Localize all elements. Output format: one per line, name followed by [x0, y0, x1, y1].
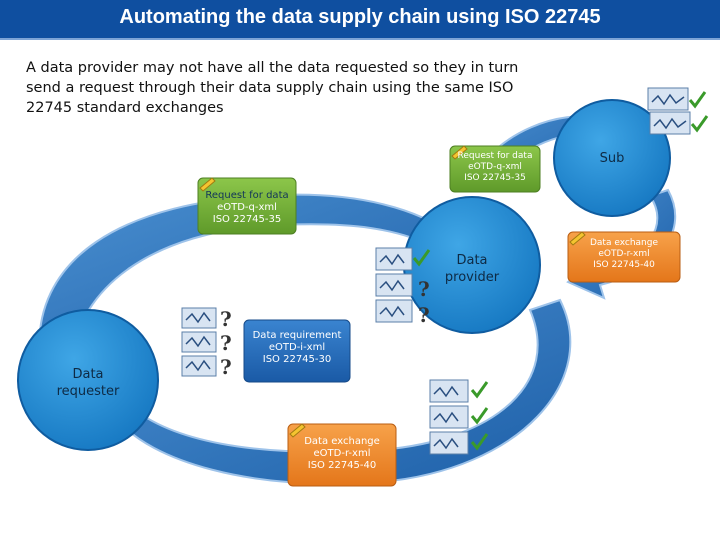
provider-label-line2: provider [444, 270, 500, 285]
provider-label-line1: Data [456, 253, 488, 268]
svg-text:?: ? [418, 277, 430, 301]
request-main-line3: ISO 22745-35 [212, 214, 282, 225]
requirement-text: Data requirement eOTD-i-xml ISO 22745-30 [244, 330, 350, 366]
intro-text: A data provider may not have all the dat… [26, 60, 519, 116]
exchange-sub-line1: Data exchange [589, 238, 659, 248]
provider-document-stack: ? ? [375, 247, 431, 327]
sub-circle [553, 99, 671, 217]
exchange-sub-line3: ISO 22745-40 [593, 260, 655, 270]
requester-label-line1: Data [72, 367, 104, 382]
exchange-main-line1: Data exchange [304, 436, 380, 447]
exchange-main-text: Data exchange eOTD-r-xml ISO 22745-40 [288, 436, 396, 472]
requester-label-line2: requester [56, 384, 120, 399]
pencil-icon [289, 423, 306, 438]
request-sub-line3: ISO 22745-35 [464, 173, 526, 183]
request-sub-line2: eOTD-q-xml [468, 162, 522, 172]
request-sub-box [449, 145, 541, 193]
svg-text:?: ? [220, 331, 232, 355]
request-main-line2: eOTD-q-xml [217, 202, 277, 213]
requirement-line3: ISO 22745-30 [262, 354, 332, 365]
request-sub-line1: Request for data [457, 151, 533, 161]
sub-label: Sub [580, 150, 644, 167]
requirement-box [243, 319, 351, 383]
sub-label-text: Sub [599, 151, 625, 166]
svg-text:?: ? [220, 307, 232, 331]
request-main-line1: Request for data [205, 190, 289, 201]
sub-document-stack [647, 87, 709, 135]
exchange-sub-text: Data exchange eOTD-r-xml ISO 22745-40 [568, 238, 680, 271]
exchange-sub-line2: eOTD-r-xml [598, 249, 650, 259]
request-sub-text: Request for data eOTD-q-xml ISO 22745-35 [450, 151, 540, 184]
slide-title: Automating the data supply chain using I… [119, 6, 601, 28]
request-main-box [197, 177, 297, 235]
exchange-main-box [287, 423, 397, 487]
requester-label: Data requester [40, 366, 136, 400]
svg-text:?: ? [418, 303, 430, 327]
requester-circle [17, 309, 159, 451]
request-main-text: Request for data eOTD-q-xml ISO 22745-35 [198, 190, 296, 226]
exchange-main-line3: ISO 22745-40 [307, 460, 377, 471]
requirement-line1: Data requirement [252, 330, 342, 341]
pencil-icon [451, 145, 468, 160]
svg-text:?: ? [220, 355, 232, 379]
exchange-sub-box [567, 231, 681, 283]
title-bar [0, 0, 720, 40]
exchange-document-stack [429, 379, 489, 455]
pencil-icon [569, 231, 586, 246]
exchange-main-line2: eOTD-r-xml [313, 448, 371, 459]
provider-label: Data provider [430, 252, 514, 286]
pencil-icon [199, 177, 216, 192]
requirement-line2: eOTD-i-xml [268, 342, 326, 353]
requirement-document-stack: ? ? ? [181, 307, 232, 379]
